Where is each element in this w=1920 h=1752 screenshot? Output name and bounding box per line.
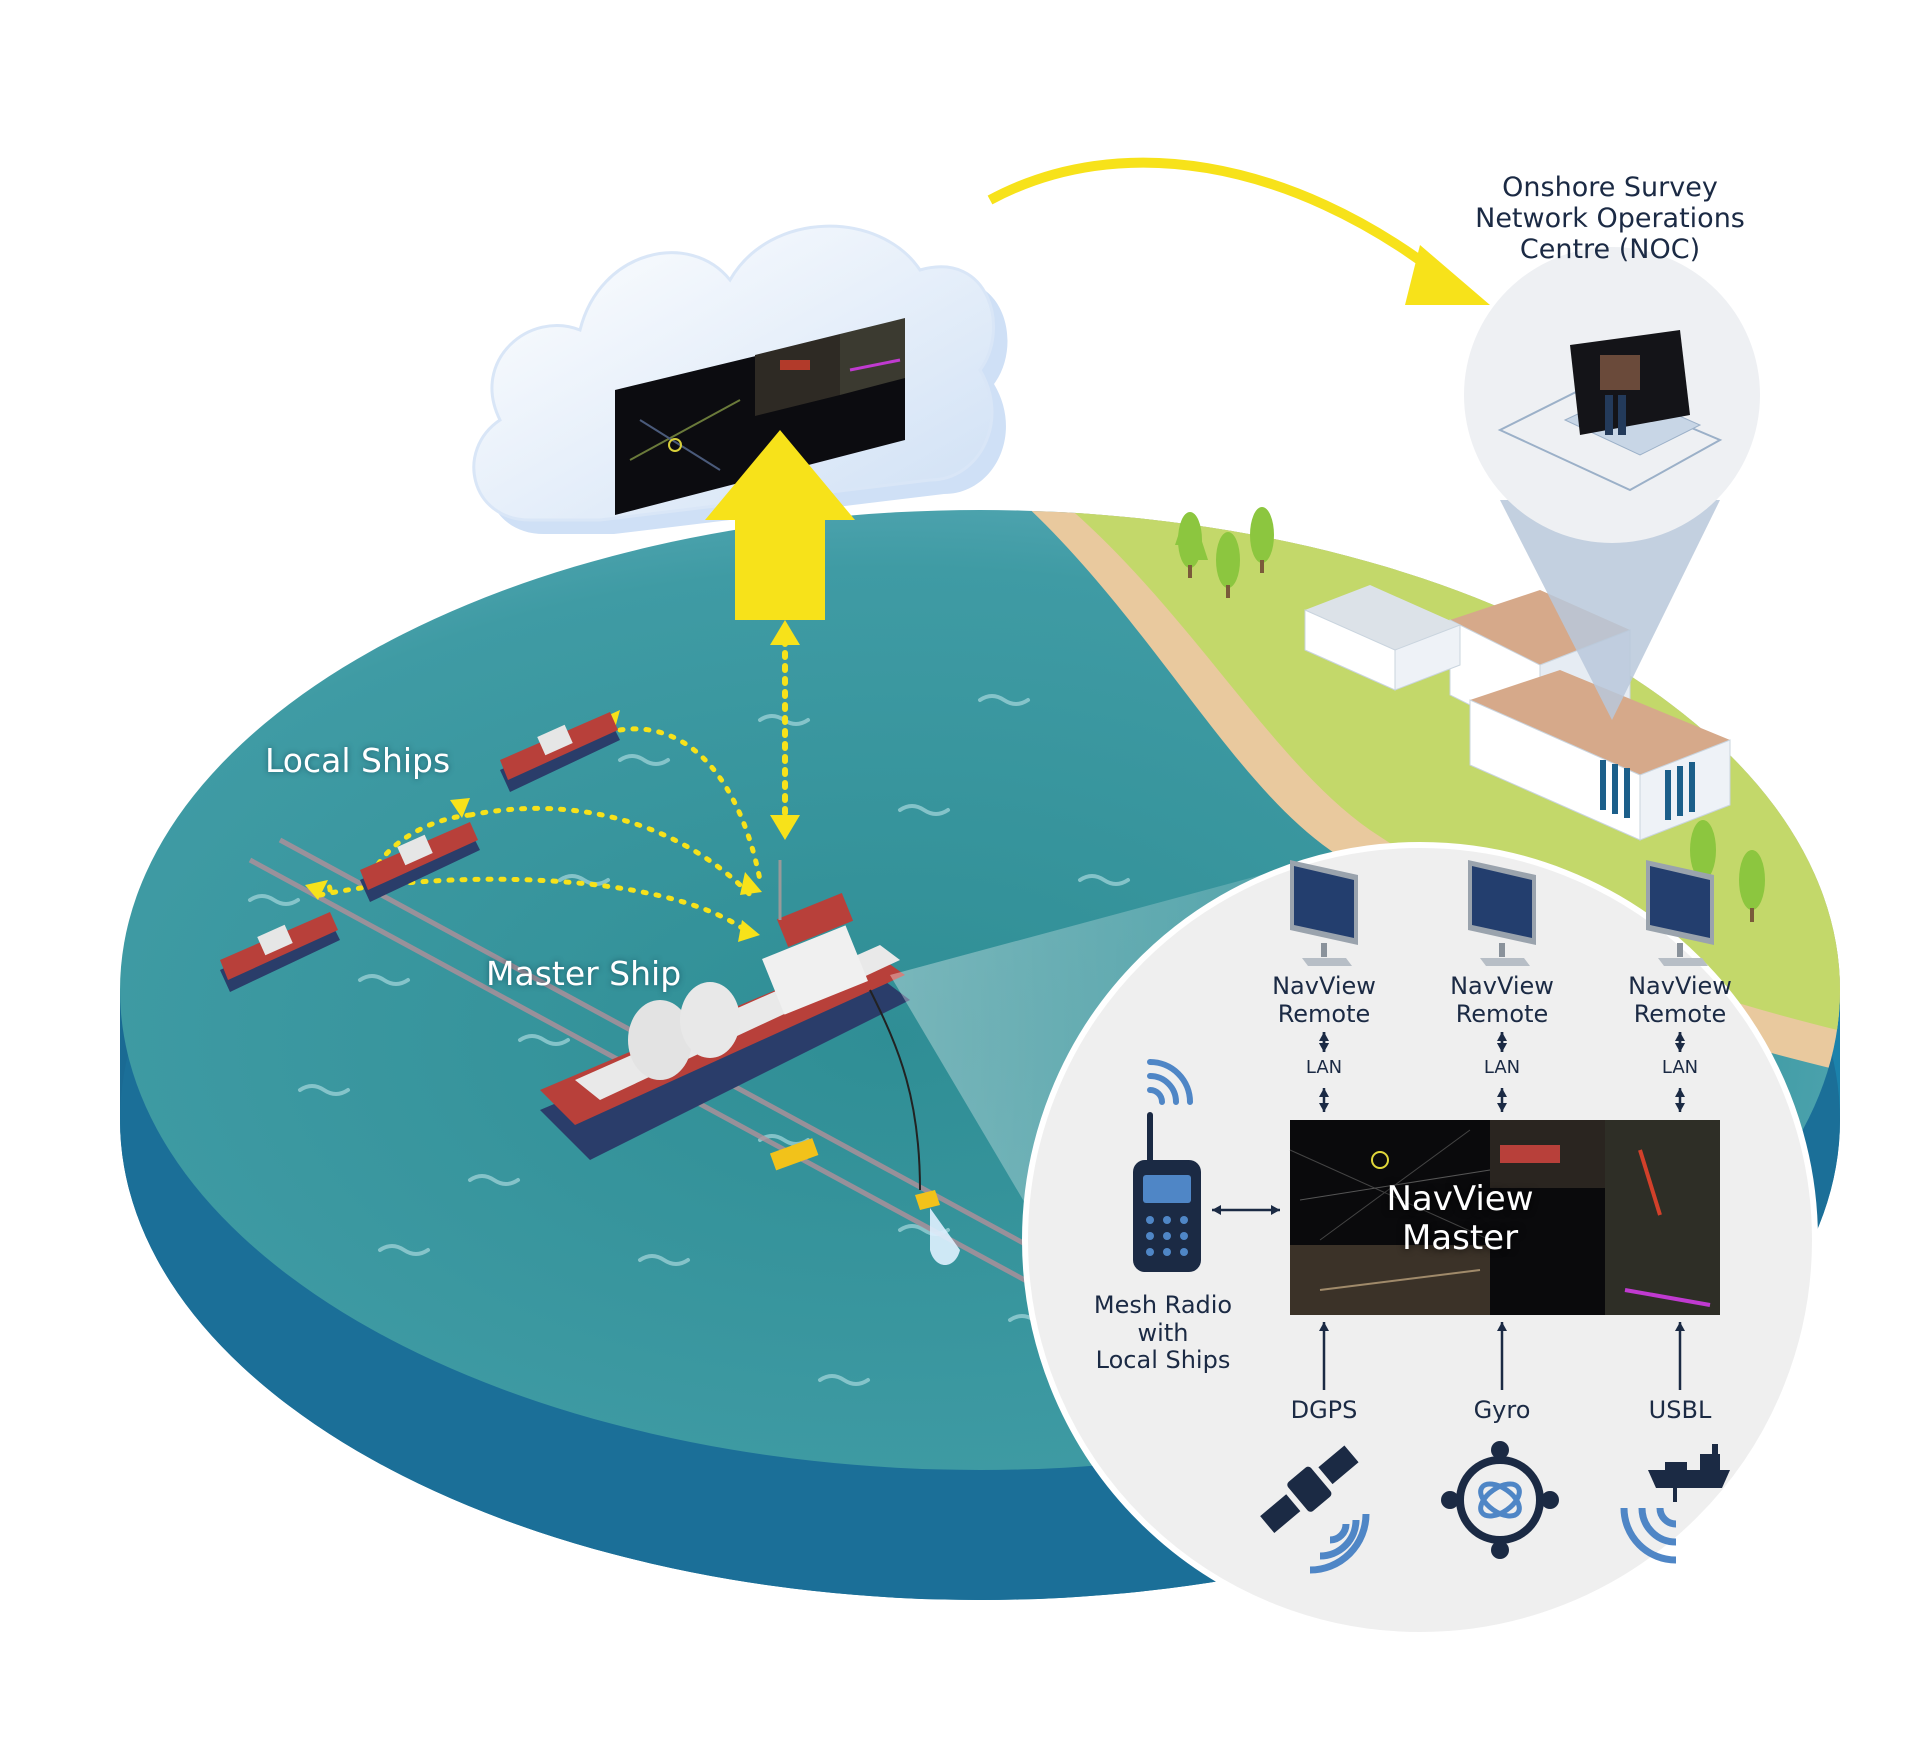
satellite-link-dotted — [770, 620, 800, 840]
gyro-label: Gyro — [1473, 1396, 1531, 1424]
usbl-towfish — [915, 1190, 960, 1265]
local-ships-label: Local Ships — [265, 741, 451, 780]
remote-label-line: NavView — [1450, 972, 1554, 1000]
remote-label-line: NavView — [1628, 972, 1732, 1000]
cloud-to-noc-arrow — [987, 157, 1490, 305]
connector-arrow — [1497, 1032, 1507, 1052]
usbl-label: USBL — [1648, 1396, 1712, 1424]
connector-arrow — [1319, 1322, 1329, 1390]
connector-arrow — [1319, 1088, 1329, 1112]
connector-arrow — [1675, 1032, 1685, 1052]
monitor-icon — [1290, 860, 1358, 966]
connector-arrow — [1675, 1322, 1685, 1390]
satellite-icon — [1260, 1445, 1370, 1574]
master-label-line: NavView — [1386, 1179, 1534, 1219]
radio-label-line: Mesh Radio — [1093, 1291, 1233, 1319]
dgps-label: DGPS — [1290, 1396, 1358, 1424]
noc-building — [1449, 590, 1731, 841]
remote-label-line: NavView — [1272, 972, 1376, 1000]
mesh-radio-arrowheads — [305, 710, 762, 942]
cloud-navview-screen — [615, 318, 905, 515]
mesh-radio-label: Mesh Radio with Local Ships — [1088, 1291, 1238, 1375]
master-label-line: Master — [1401, 1218, 1519, 1259]
noc-title-line: Centre (NOC) — [1519, 234, 1701, 266]
navview-remote-label: NavView Remote — [1262, 972, 1386, 1028]
navview-remote-label: NavView Remote — [1618, 972, 1742, 1028]
wave-marks — [248, 694, 1200, 1426]
lan-label: LAN — [1483, 1057, 1521, 1078]
connector-arrow — [1319, 1032, 1329, 1052]
remote-monitors — [1290, 860, 1714, 966]
noc-title-line: Onshore Survey — [1502, 172, 1718, 203]
connector-arrow — [1497, 1322, 1507, 1390]
gyro-icon — [1441, 1441, 1559, 1559]
noc-pin — [1464, 247, 1760, 720]
cloud-icon — [472, 224, 1008, 535]
lan-label: LAN — [1661, 1057, 1699, 1078]
remote-label-line: Remote — [1455, 999, 1549, 1028]
navview-remote-label: NavView Remote — [1440, 972, 1564, 1028]
connector-arrow — [1212, 1205, 1280, 1215]
connector-arrow — [1497, 1088, 1507, 1112]
master-ship — [540, 860, 921, 1191]
noc-title: Onshore Survey Network Operations Centre… — [1470, 172, 1750, 265]
radio-label-line: with — [1137, 1318, 1189, 1347]
connector-arrows — [1212, 1032, 1685, 1390]
monitor-icon — [1646, 860, 1714, 966]
lan-label: LAN — [1305, 1057, 1343, 1078]
trees — [1175, 507, 1765, 910]
vessel-sonar-icon — [1620, 1444, 1730, 1564]
navview-master-label: NavView Master — [1380, 1179, 1540, 1259]
connector-arrow — [1675, 1088, 1685, 1112]
remote-label-line: Remote — [1633, 999, 1727, 1028]
radio-icon — [1133, 1059, 1201, 1272]
monitor-icon — [1468, 860, 1536, 966]
remote-label-line: Remote — [1277, 999, 1371, 1028]
uplink-arrow — [705, 430, 855, 620]
noc-title-line: Network Operations — [1475, 203, 1745, 235]
local-ship — [360, 822, 480, 902]
radio-label-line: Local Ships — [1095, 1346, 1231, 1375]
local-ship — [500, 712, 620, 792]
master-ship-label: Master Ship — [486, 954, 682, 993]
office-annex — [1304, 585, 1461, 691]
local-ship — [220, 912, 340, 992]
navview-master-screen — [1289, 1120, 1720, 1315]
